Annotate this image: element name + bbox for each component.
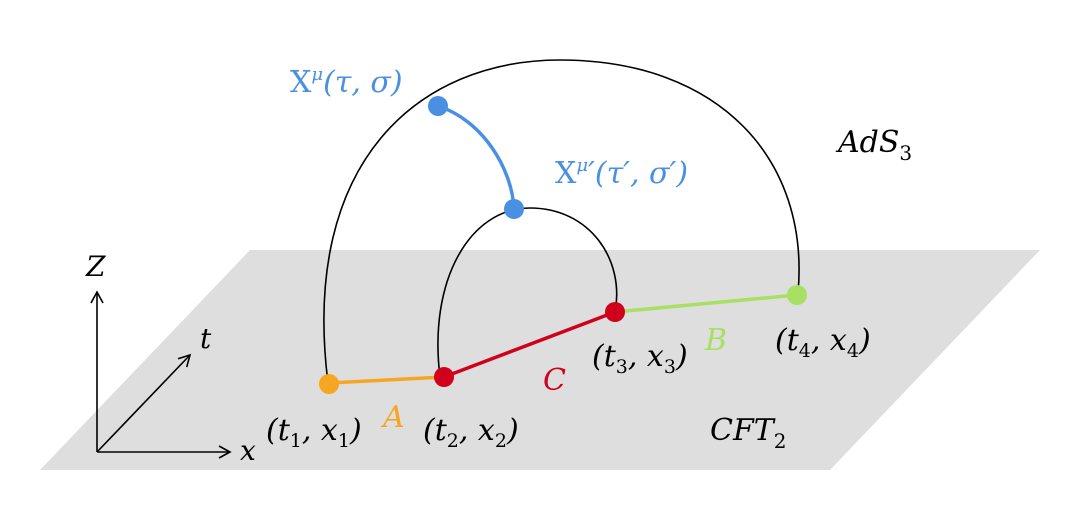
outer-geodesic-arc — [323, 59, 800, 384]
region-b-label: B — [704, 323, 727, 358]
point-t2-x2 — [434, 367, 454, 387]
t-axis-arrow — [96, 353, 192, 453]
interval-b — [614, 293, 798, 314]
point-x-mu — [428, 96, 448, 116]
point-t4-x4 — [787, 285, 807, 305]
interval-a — [328, 375, 445, 385]
axis-t-label: t — [200, 322, 212, 355]
x-mu-label: Xμ(τ, σ) — [290, 64, 403, 100]
axis-z-label: Z — [85, 250, 106, 283]
string-worldsheet-curve — [437, 104, 516, 210]
x-mu-prime-label: Xμ′(τ′, σ′) — [555, 155, 688, 191]
interval-c — [443, 310, 616, 379]
point-t3-x3 — [605, 302, 625, 322]
point-t4-x4-label: (t4, x4) — [775, 323, 871, 362]
point-t2-x2-label: (t2, x2) — [423, 413, 519, 452]
region-a-label: A — [380, 400, 405, 435]
coordinate-axes: Z t x — [85, 250, 256, 467]
cft-label: CFT2 — [710, 413, 787, 453]
ads-label: AdS3 — [835, 125, 912, 165]
point-t1-x1 — [319, 374, 339, 394]
cft-boundary-plane — [40, 250, 1040, 470]
inner-geodesic-arc — [437, 207, 618, 378]
point-t3-x3-label: (t3, x3) — [592, 339, 688, 378]
axis-x-label: x — [240, 434, 256, 467]
region-c-label: C — [543, 363, 566, 398]
point-t1-x1-label: (t1, x1) — [266, 413, 362, 452]
point-x-mu-prime — [504, 199, 524, 219]
